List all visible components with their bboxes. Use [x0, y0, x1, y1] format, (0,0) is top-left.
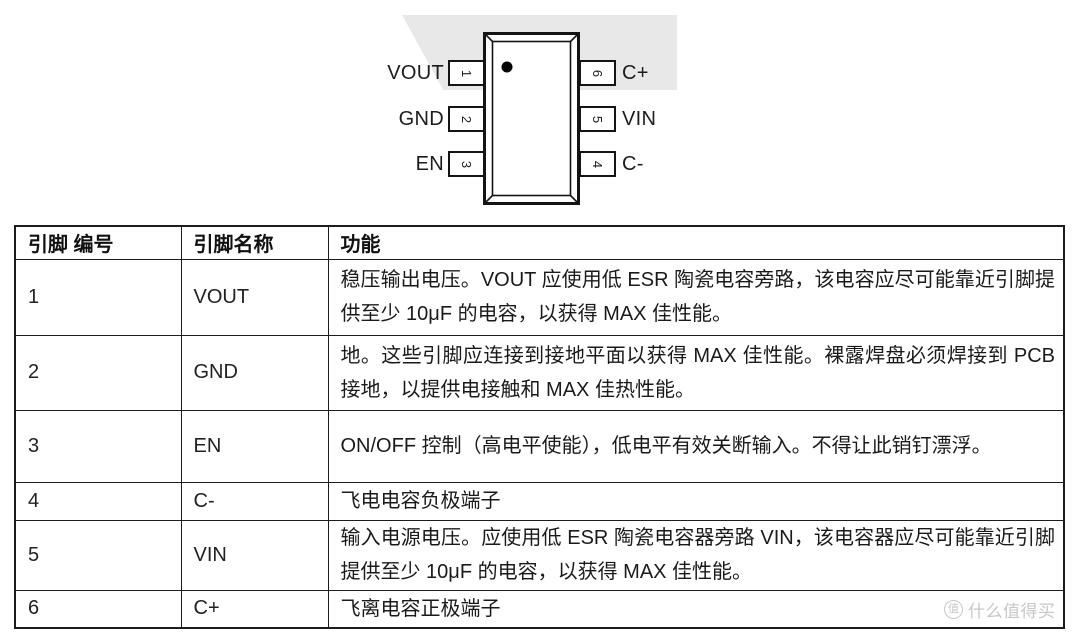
pin-number-3: 3: [458, 160, 474, 168]
pin-label-gnd: GND: [398, 108, 444, 130]
pin-number-4: 4: [589, 160, 605, 168]
pin-number-6: 6: [589, 69, 605, 77]
pin-box-5: 5: [579, 106, 616, 132]
smzdm-watermark-text: 什么值得买: [968, 601, 1056, 621]
cell-pin-number: 2: [14, 334, 182, 411]
pin-box-3: 3: [448, 151, 485, 177]
table-row: 1 VOUT 稳压输出电压。VOUT 应使用低 ESR 陶瓷电容旁路，该电容应尽…: [14, 258, 1065, 336]
pin-number-2: 2: [458, 115, 474, 123]
table-row: 3 EN ON/OFF 控制（高电平使能），低电平有效关断输入。不得让此销钉漂浮…: [14, 409, 1065, 483]
table-row: 4 C- 飞电电容负极端子: [14, 481, 1065, 521]
cell-pin-number: 6: [14, 589, 182, 629]
cell-function: 输入电源电压。应使用低 ESR 陶瓷电容器旁路 VIN，该电容器应尽可能靠近引脚…: [327, 519, 1065, 591]
pin-box-2: 2: [448, 106, 485, 132]
cell-pin-name: VOUT: [180, 258, 329, 336]
table-row: 2 GND 地。这些引脚应连接到接地平面以获得 MAX 佳性能。裸露焊盘必须焊接…: [14, 334, 1065, 411]
pin1-dot-icon: [501, 61, 513, 73]
table-header-row: 引脚 编号 引脚名称 功能: [14, 225, 1065, 260]
pin-label-vin: VIN: [622, 108, 657, 130]
pin-function-table: 引脚 编号 引脚名称 功能 1 VOUT 稳压输出电压。VOUT 应使用低 ES…: [14, 225, 1065, 629]
smzdm-logo-icon: 值: [944, 599, 963, 619]
table-row: 6 C+ 飞离电容正极端子: [14, 589, 1065, 629]
header-pin-number: 引脚 编号: [14, 225, 182, 260]
pin-label-vout: VOUT: [387, 62, 444, 84]
cell-pin-name: EN: [180, 409, 329, 483]
pinout-diagram: 1 2 3 6 5 4 VOUT GND EN C+ VIN C-: [0, 0, 1080, 220]
chip-package-outline: [483, 32, 580, 205]
pin-label-en: EN: [415, 153, 444, 175]
pin-number-1: 1: [458, 69, 474, 77]
cell-pin-name: C-: [180, 481, 329, 521]
cell-pin-number: 1: [14, 258, 182, 336]
header-pin-name: 引脚名称: [180, 225, 329, 260]
pin-box-6: 6: [579, 60, 616, 86]
cell-function: 飞电电容负极端子: [327, 481, 1065, 521]
cell-pin-number: 4: [14, 481, 182, 521]
pin-box-1: 1: [448, 60, 485, 86]
cell-pin-name: VIN: [180, 519, 329, 591]
pin-number-5: 5: [589, 115, 605, 123]
table-row: 5 VIN 输入电源电压。应使用低 ESR 陶瓷电容器旁路 VIN，该电容器应尽…: [14, 519, 1065, 591]
cell-pin-number: 5: [14, 519, 182, 591]
cell-function: 飞离电容正极端子: [327, 589, 1065, 629]
header-function: 功能: [327, 225, 1065, 260]
pin-label-cminus: C-: [622, 153, 644, 175]
smzdm-watermark: 值 什么值得买: [944, 598, 1056, 621]
cell-pin-number: 3: [14, 409, 182, 483]
cell-function: 地。这些引脚应连接到接地平面以获得 MAX 佳性能。裸露焊盘必须焊接到 PCB …: [327, 334, 1065, 411]
cell-function: 稳压输出电压。VOUT 应使用低 ESR 陶瓷电容旁路，该电容应尽可能靠近引脚提…: [327, 258, 1065, 336]
pin-box-4: 4: [579, 151, 616, 177]
pin-label-cplus: C+: [622, 62, 649, 84]
cell-pin-name: GND: [180, 334, 329, 411]
cell-function: ON/OFF 控制（高电平使能），低电平有效关断输入。不得让此销钉漂浮。: [327, 409, 1065, 483]
cell-pin-name: C+: [180, 589, 329, 629]
